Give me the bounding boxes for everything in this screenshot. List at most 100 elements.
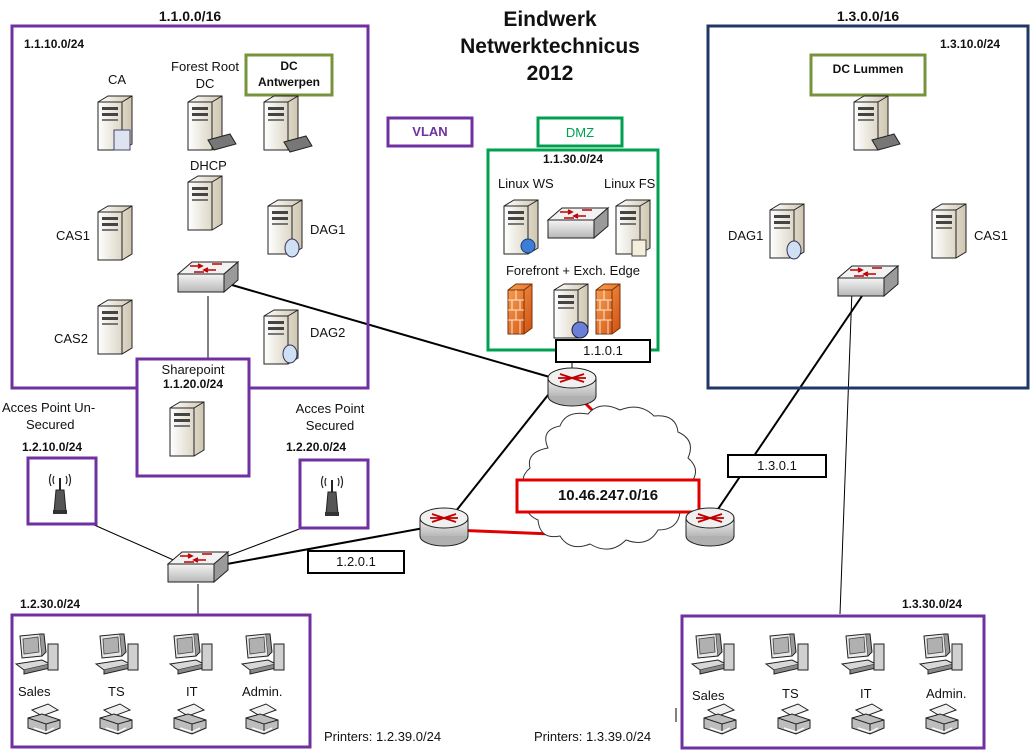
wan-net-label: 10.46.247.0/16 (557, 487, 659, 504)
wan-link-site2[interactable] (451, 528, 553, 536)
site1-net-label: 1.1.0.0/16 (158, 8, 222, 24)
keyboard-icon (283, 135, 313, 153)
ap-secured-net-label: 1.2.20.0/24 (286, 440, 347, 454)
forest-root-label-2: DC (195, 76, 215, 91)
database-icon (786, 240, 802, 260)
forest-root-label-1: Forest Root (171, 59, 239, 74)
dc-antwerpen-box (244, 53, 334, 97)
server-cas1-site3 (931, 203, 967, 259)
wan-net-box (515, 478, 701, 514)
firewall-left (507, 283, 533, 335)
ap-unsecured-net-label: 1.2.10.0/24 (22, 440, 83, 454)
gw-box-site2 (307, 550, 405, 574)
dept-it-site2: IT (186, 684, 198, 699)
pc-ts-site2 (95, 633, 139, 675)
dc-antwerpen-label-2: Antwerpen (257, 75, 320, 89)
router-site1[interactable] (547, 367, 597, 407)
site2-vlan30-label: 1.2.30.0/24 (20, 597, 81, 611)
link-core-router-to-site1-router[interactable] (451, 394, 549, 517)
keyboard-icon (871, 133, 901, 151)
ap-secured-label-2: Secured (305, 418, 355, 433)
site3-net-label: 1.3.0.0/16 (836, 8, 900, 24)
switch-site1 (177, 261, 239, 293)
site3-box (706, 24, 1030, 390)
cas1-site3-label: CAS1 (974, 228, 1008, 243)
printer-ts-site3 (777, 703, 811, 735)
gw-site3-label: 1.3.0.1 (757, 458, 797, 473)
dag1-site1-label: DAG1 (310, 222, 346, 237)
vlan-box-site3-lan (680, 614, 986, 750)
certificate-icon (113, 129, 131, 151)
dc-lummen-label: DC Lummen (832, 62, 904, 76)
legend-vlan-box (386, 116, 474, 148)
pc-admin-site3 (919, 633, 963, 675)
title-line-1: Eindwerk (503, 8, 597, 31)
printer-admin-site2 (245, 703, 279, 735)
printer-sales-site3 (703, 703, 737, 735)
file-icon (631, 239, 647, 257)
router-site3[interactable] (685, 507, 735, 547)
printers-site2-label: Printers: 1.2.39.0/24 (324, 729, 442, 744)
switch-site3 (837, 265, 899, 297)
keyboard-icon (207, 133, 237, 151)
ca-label: CA (108, 72, 127, 87)
title-line-2: Netwerktechnicus (460, 35, 640, 58)
pc-it-site3 (841, 633, 885, 675)
link-site2-switch-to-ap-unsecured (91, 523, 179, 563)
link-site1-switch-to-router[interactable] (231, 284, 561, 381)
sharepoint-label: Sharepoint (161, 362, 225, 377)
printer-sales-site2 (27, 703, 61, 735)
cas1-site1-label: CAS1 (56, 228, 90, 243)
link-site2-switch-to-router[interactable] (204, 527, 425, 569)
switch-dmz (547, 207, 609, 239)
globe-icon (571, 321, 589, 339)
printers-site3-label: Printers: 1.3.39.0/24 (534, 729, 652, 744)
dept-ts-site3: TS (782, 686, 799, 701)
vlan-box-ap-unsecured (26, 456, 98, 526)
diagram-title: Eindwerk Netwerktechnicus 2012 (440, 6, 660, 87)
sharepoint-net-label: 1.1.20.0/24 (162, 377, 224, 391)
title-line-3: 2012 (526, 62, 574, 85)
gw-box-site3 (727, 454, 827, 478)
dept-admin-site2: Admin. (242, 684, 283, 699)
server-sharepoint (169, 401, 205, 457)
printer-admin-site3 (925, 703, 959, 735)
linux-fs-label: Linux FS (604, 176, 656, 191)
ap-secured-label-1: Acces Point (295, 401, 365, 416)
link-site2-switch-to-ap-secured (227, 527, 303, 557)
forefront-label: Forefront + Exch. Edge (505, 263, 641, 278)
gw-site2-label: 1.2.0.1 (336, 554, 376, 569)
gw-site1-label: 1.1.0.1 (583, 343, 623, 358)
legend-dmz-box (536, 116, 624, 148)
dag1-site3-label: DAG1 (728, 228, 764, 243)
vlan-box-site2-lan (10, 613, 312, 749)
dept-sales-site3: Sales (692, 688, 725, 703)
dag2-label: DAG2 (310, 325, 346, 340)
dept-sales-site2: Sales (18, 684, 51, 699)
dmz-net-label: 1.1.30.0/24 (542, 152, 604, 166)
legend-vlan-label: VLAN (412, 124, 448, 139)
gw-box-site1 (555, 339, 651, 363)
vlan-box-ap-secured (298, 458, 370, 530)
links (91, 284, 863, 615)
site3-workstations (691, 633, 963, 735)
pc-admin-site2 (241, 633, 285, 675)
printer-ts-site2 (99, 703, 133, 735)
dept-admin-site3: Admin. (926, 686, 967, 701)
site3-vlan10-label: 1.3.10.0/24 (940, 37, 1001, 51)
server-cas2 (97, 299, 133, 355)
access-point-unsecured (48, 473, 72, 515)
dept-it-site3: IT (860, 686, 872, 701)
site1-vlan10-label: 1.1.10.0/24 (24, 37, 85, 51)
dc-antwerpen-label-1: DC (280, 59, 298, 73)
printer-it-site3 (851, 703, 885, 735)
database-icon (284, 238, 300, 258)
printer-it-site2 (173, 703, 207, 735)
link-site3-router-to-switch[interactable] (711, 295, 863, 519)
wan-cloud (522, 405, 696, 550)
ap-unsecured-label-1: Acces Point Un- (2, 400, 96, 415)
ap-unsecured-label-2: Secured (26, 417, 75, 432)
pc-ts-site3 (765, 633, 809, 675)
router-site2[interactable] (419, 507, 469, 547)
pc-it-site2 (169, 633, 213, 675)
